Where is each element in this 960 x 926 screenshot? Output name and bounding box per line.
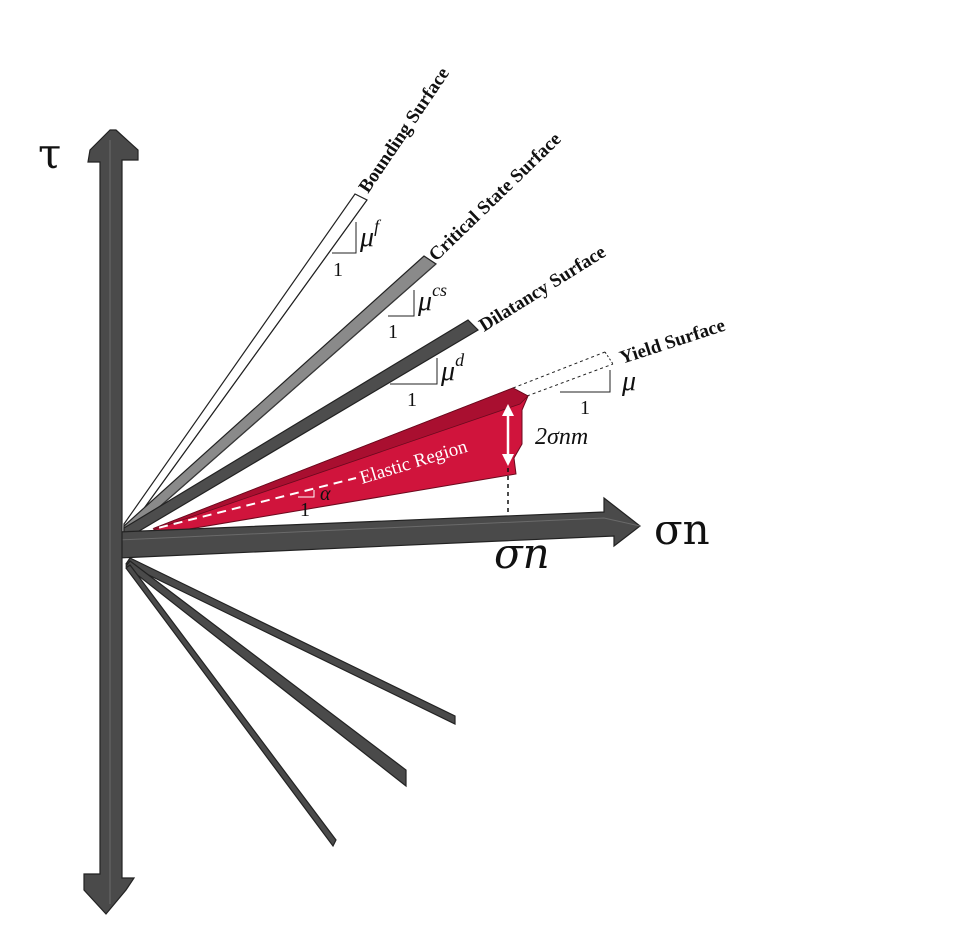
elastic-region — [123, 387, 529, 541]
sigma-n-axis-label: σn — [654, 505, 710, 554]
dilatancy-surface-label: Dilatancy Surface — [476, 242, 610, 337]
critical-run-label: 1 — [388, 321, 398, 343]
yield-surface — [512, 351, 614, 397]
yield-run-label: 1 — [580, 397, 590, 419]
yield-slope-symbol: μ — [621, 366, 636, 397]
lower-surface-bars — [125, 557, 456, 848]
elastic-angle-symbol: α — [320, 483, 331, 505]
lower-bar-3 — [125, 564, 337, 848]
horizontal-axis-arrow — [117, 496, 641, 559]
elastic-centerline — [129, 477, 357, 536]
dilatancy-slope-symbol: μd — [440, 350, 465, 387]
yield-surface-label: Yield Surface — [617, 315, 728, 369]
critical-slope-symbol: μcs — [417, 280, 447, 317]
lower-bar-1 — [125, 557, 456, 725]
vertical-axis-arrow — [83, 129, 139, 915]
bounding-surface-label: Bounding Surface — [355, 64, 454, 197]
lower-bar-2 — [125, 560, 407, 788]
tau-axis-label: τ — [38, 129, 61, 178]
sigma-n-tick-label: σn — [494, 529, 550, 578]
bounding-slope-symbol: μf — [359, 216, 382, 253]
dilatancy-run-label: 1 — [407, 389, 417, 411]
elastic-angle-run-label: 1 — [300, 499, 310, 521]
bounding-run-label: 1 — [333, 259, 343, 281]
critical-state-surface-label: Critical State Surface — [425, 129, 566, 266]
elastic-width-symbol: 2σnm — [535, 424, 588, 450]
